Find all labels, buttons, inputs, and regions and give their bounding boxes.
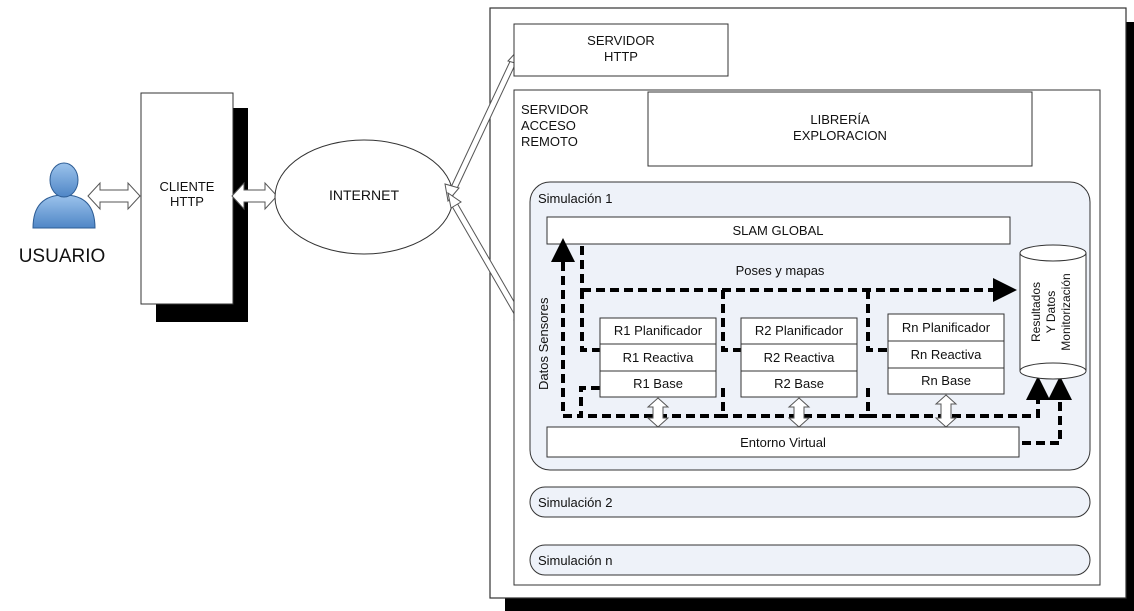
poses-maps-label: Poses y mapas [736,263,825,278]
user-client-arrow [87,181,141,211]
robot-1-reactive-box [599,343,717,372]
robot-2-reactive-box [740,343,858,372]
robot-n-base-box [887,367,1005,395]
robot-1-planner-label: R1 Planificador [614,323,703,338]
simulation-n-title: Simulación n [538,553,612,568]
robot-environment-arrows [646,394,958,428]
simulation-n-panel [529,544,1091,576]
robot-2-base-box [740,370,858,398]
virtual-environment-box [546,426,1020,458]
user-icon [32,162,96,229]
remote-server-label-line2: ACCESO [521,118,576,133]
http-server-box [513,23,729,77]
library-label-line1: LIBRERÍA [810,112,870,127]
robot-2-base-label: R2 Base [774,376,824,391]
robot-1-stack [599,317,717,398]
internet-label: INTERNET [329,187,399,203]
http-client-box [140,92,234,305]
robot-n-base-label: Rn Base [921,373,971,388]
robot-n-planner-box [887,313,1005,342]
results-label-line3: Monitorización [1059,273,1073,350]
sensor-data-label: Datos Sensores [536,297,551,390]
http-client-label-line1: CLIENTE [160,179,215,194]
robot-2-reactive-label: R2 Reactiva [764,350,836,365]
http-server-label-line1: SERVIDOR [587,33,655,48]
exploration-library-box [647,91,1033,167]
robot-1-reactive-label: R1 Reactiva [623,350,695,365]
results-database-icon [1019,244,1087,380]
robot-2-planner-box [740,317,858,345]
library-label-line2: EXPLORACION [793,128,887,143]
simulation-2-title: Simulación 2 [538,495,612,510]
http-server-label-line2: HTTP [604,49,638,64]
virtual-environment-label: Entorno Virtual [740,435,826,450]
poses-maps-connector [580,246,1017,352]
remote-server-label-line1: SERVIDOR [521,102,589,117]
simulation-2-panel [529,486,1091,518]
simulation-1-title: Simulación 1 [538,191,612,206]
slam-global-box [546,216,1011,245]
slam-global-label: SLAM GLOBAL [732,223,823,238]
robot-n-reactive-label: Rn Reactiva [911,347,983,362]
remote-server-label-line3: REMOTO [521,134,578,149]
http-client-label-line2: HTTP [170,194,204,209]
robot-1-planner-box [599,317,717,345]
robot-n-planner-label: Rn Planificador [902,320,991,335]
robot-1-base-box [599,370,717,398]
robot-2-planner-label: R2 Planificador [755,323,844,338]
results-label-line2: Y Datos [1044,291,1058,333]
robot-1-base-label: R1 Base [633,376,683,391]
results-label-line1: Resultados [1029,282,1043,342]
user-label: USUARIO [19,246,106,267]
robot-n-stack [887,313,1005,395]
robot-2-stack [740,317,858,398]
environment-results-connector [1022,376,1072,445]
